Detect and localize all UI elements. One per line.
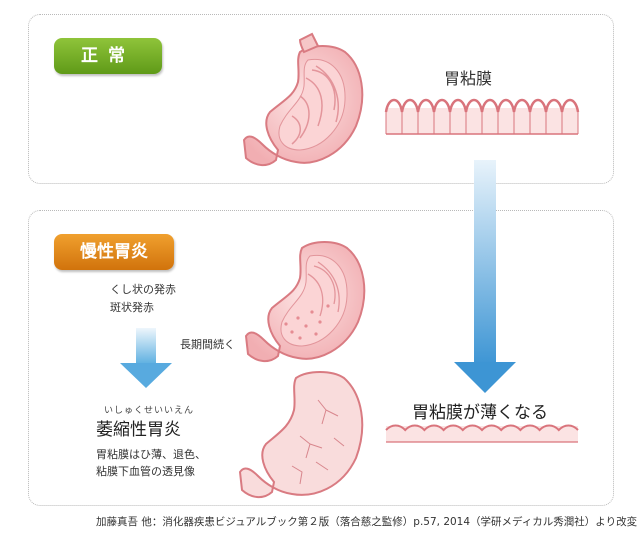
patchy-redness-label: 斑状発赤 — [110, 301, 154, 314]
source-citation: 加藤真吾 他：消化器疾患ビジュアルブック第２版（落合慈之監修）p.57, 201… — [96, 516, 638, 528]
gastric-mucosa-label: 胃粘膜 — [444, 69, 493, 88]
normal-stomach-illustration — [242, 32, 364, 166]
chronic-gastritis-badge: 慢性胃炎 — [54, 234, 174, 270]
normal-badge: 正常 — [54, 38, 162, 74]
atrophic-gastritis-title: 萎縮性胃炎 — [96, 420, 181, 440]
atrophic-stomach-illustration — [238, 371, 364, 498]
chronic-stomach-illustration — [244, 241, 366, 362]
mucosa-thinning-label: 胃粘膜が薄くなる — [412, 403, 548, 423]
comb-redness-label: くし状の発赤 — [110, 283, 176, 296]
long-term-label: 長期間続く — [180, 338, 235, 351]
progression-arrow — [120, 328, 172, 388]
atrophic-description-line1: 胃粘膜はひ薄、退色、 — [96, 448, 206, 461]
thin-mucosa-illustration — [385, 424, 579, 443]
atrophic-gastritis-reading: いしゅくせいいえん — [104, 406, 195, 416]
atrophic-description-line2: 粘膜下血管の透見像 — [96, 465, 195, 478]
thinning-arrow — [454, 160, 516, 393]
normal-mucosa-illustration — [384, 98, 580, 135]
